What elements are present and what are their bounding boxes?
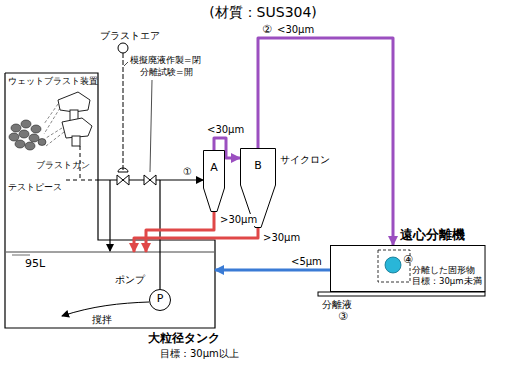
flow-label: ① bbox=[182, 166, 193, 178]
blast-hose bbox=[66, 180, 80, 181]
centrifuge-box: 遠心分離機分離した固形物目標：30μm未満 bbox=[330, 245, 486, 292]
housing-outline bbox=[5, 73, 215, 328]
flow-label: <5μm bbox=[290, 256, 323, 268]
diagram-title: (材質：SUS304) bbox=[0, 4, 526, 20]
air-line bbox=[123, 53, 124, 172]
stir-label: 撹拌 bbox=[92, 314, 112, 326]
pump-circle: ポンプP bbox=[149, 289, 171, 311]
leader-line bbox=[150, 80, 152, 172]
pump-heading: ポンプ bbox=[115, 274, 145, 286]
cyclone-heading: サイクロン bbox=[280, 154, 330, 166]
flow-label: >30μm bbox=[219, 214, 258, 226]
valve-note: 模擬廃液作製=閉 bbox=[130, 55, 201, 65]
test-piece bbox=[9, 120, 46, 150]
apparatus-title: ウェットブラスト装置 bbox=[8, 77, 98, 87]
flow-label: >30μm bbox=[262, 232, 301, 244]
air-label: ブラストエア bbox=[100, 30, 160, 42]
callout-number: ④ bbox=[403, 254, 413, 267]
water-line bbox=[12, 255, 30, 256]
test-piece-label: テストピース bbox=[8, 182, 62, 192]
cyclone-a: A bbox=[203, 150, 225, 212]
valve-note: 分離試験=開 bbox=[140, 67, 193, 77]
centrifuge-base bbox=[318, 292, 485, 296]
flow-connector bbox=[160, 180, 203, 289]
target-note: 目標：30μm以上 bbox=[160, 348, 239, 360]
pump-letter: P bbox=[149, 293, 171, 306]
tank-label: 大粒径タンク bbox=[148, 332, 220, 346]
air-gauge bbox=[118, 43, 128, 53]
centrifuge-heading: 遠心分離機 bbox=[400, 228, 465, 243]
spray-line bbox=[44, 104, 64, 146]
flow-connector bbox=[215, 269, 330, 272]
cyclone-letter: B bbox=[240, 160, 276, 173]
flow-connector bbox=[258, 38, 393, 245]
cyclone-a-outline bbox=[203, 150, 225, 212]
cyclone-letter: A bbox=[203, 162, 225, 175]
leader-line bbox=[124, 62, 128, 66]
callout-number: ② bbox=[262, 24, 272, 37]
pipe bbox=[109, 180, 110, 251]
target-note: 目標：30μm未満 bbox=[412, 277, 482, 287]
blast-gun-label: ブラストガン bbox=[36, 160, 90, 170]
apparatus-housing: ウェットブラスト装置95LポンプP bbox=[5, 73, 215, 328]
callout-number: ③ bbox=[338, 311, 348, 324]
flow-connector bbox=[146, 212, 214, 252]
blast-gun bbox=[58, 92, 92, 146]
tank-volume: 95L bbox=[25, 258, 45, 271]
flow-connector bbox=[134, 228, 258, 252]
flow-label: <30μm bbox=[206, 124, 245, 136]
solids-note: 分離した固形物 bbox=[412, 266, 475, 276]
water-line bbox=[6, 252, 214, 253]
suction-line bbox=[62, 302, 149, 316]
liquid-label: 分離液 bbox=[322, 299, 352, 311]
flow-label: <30μm bbox=[276, 24, 315, 36]
